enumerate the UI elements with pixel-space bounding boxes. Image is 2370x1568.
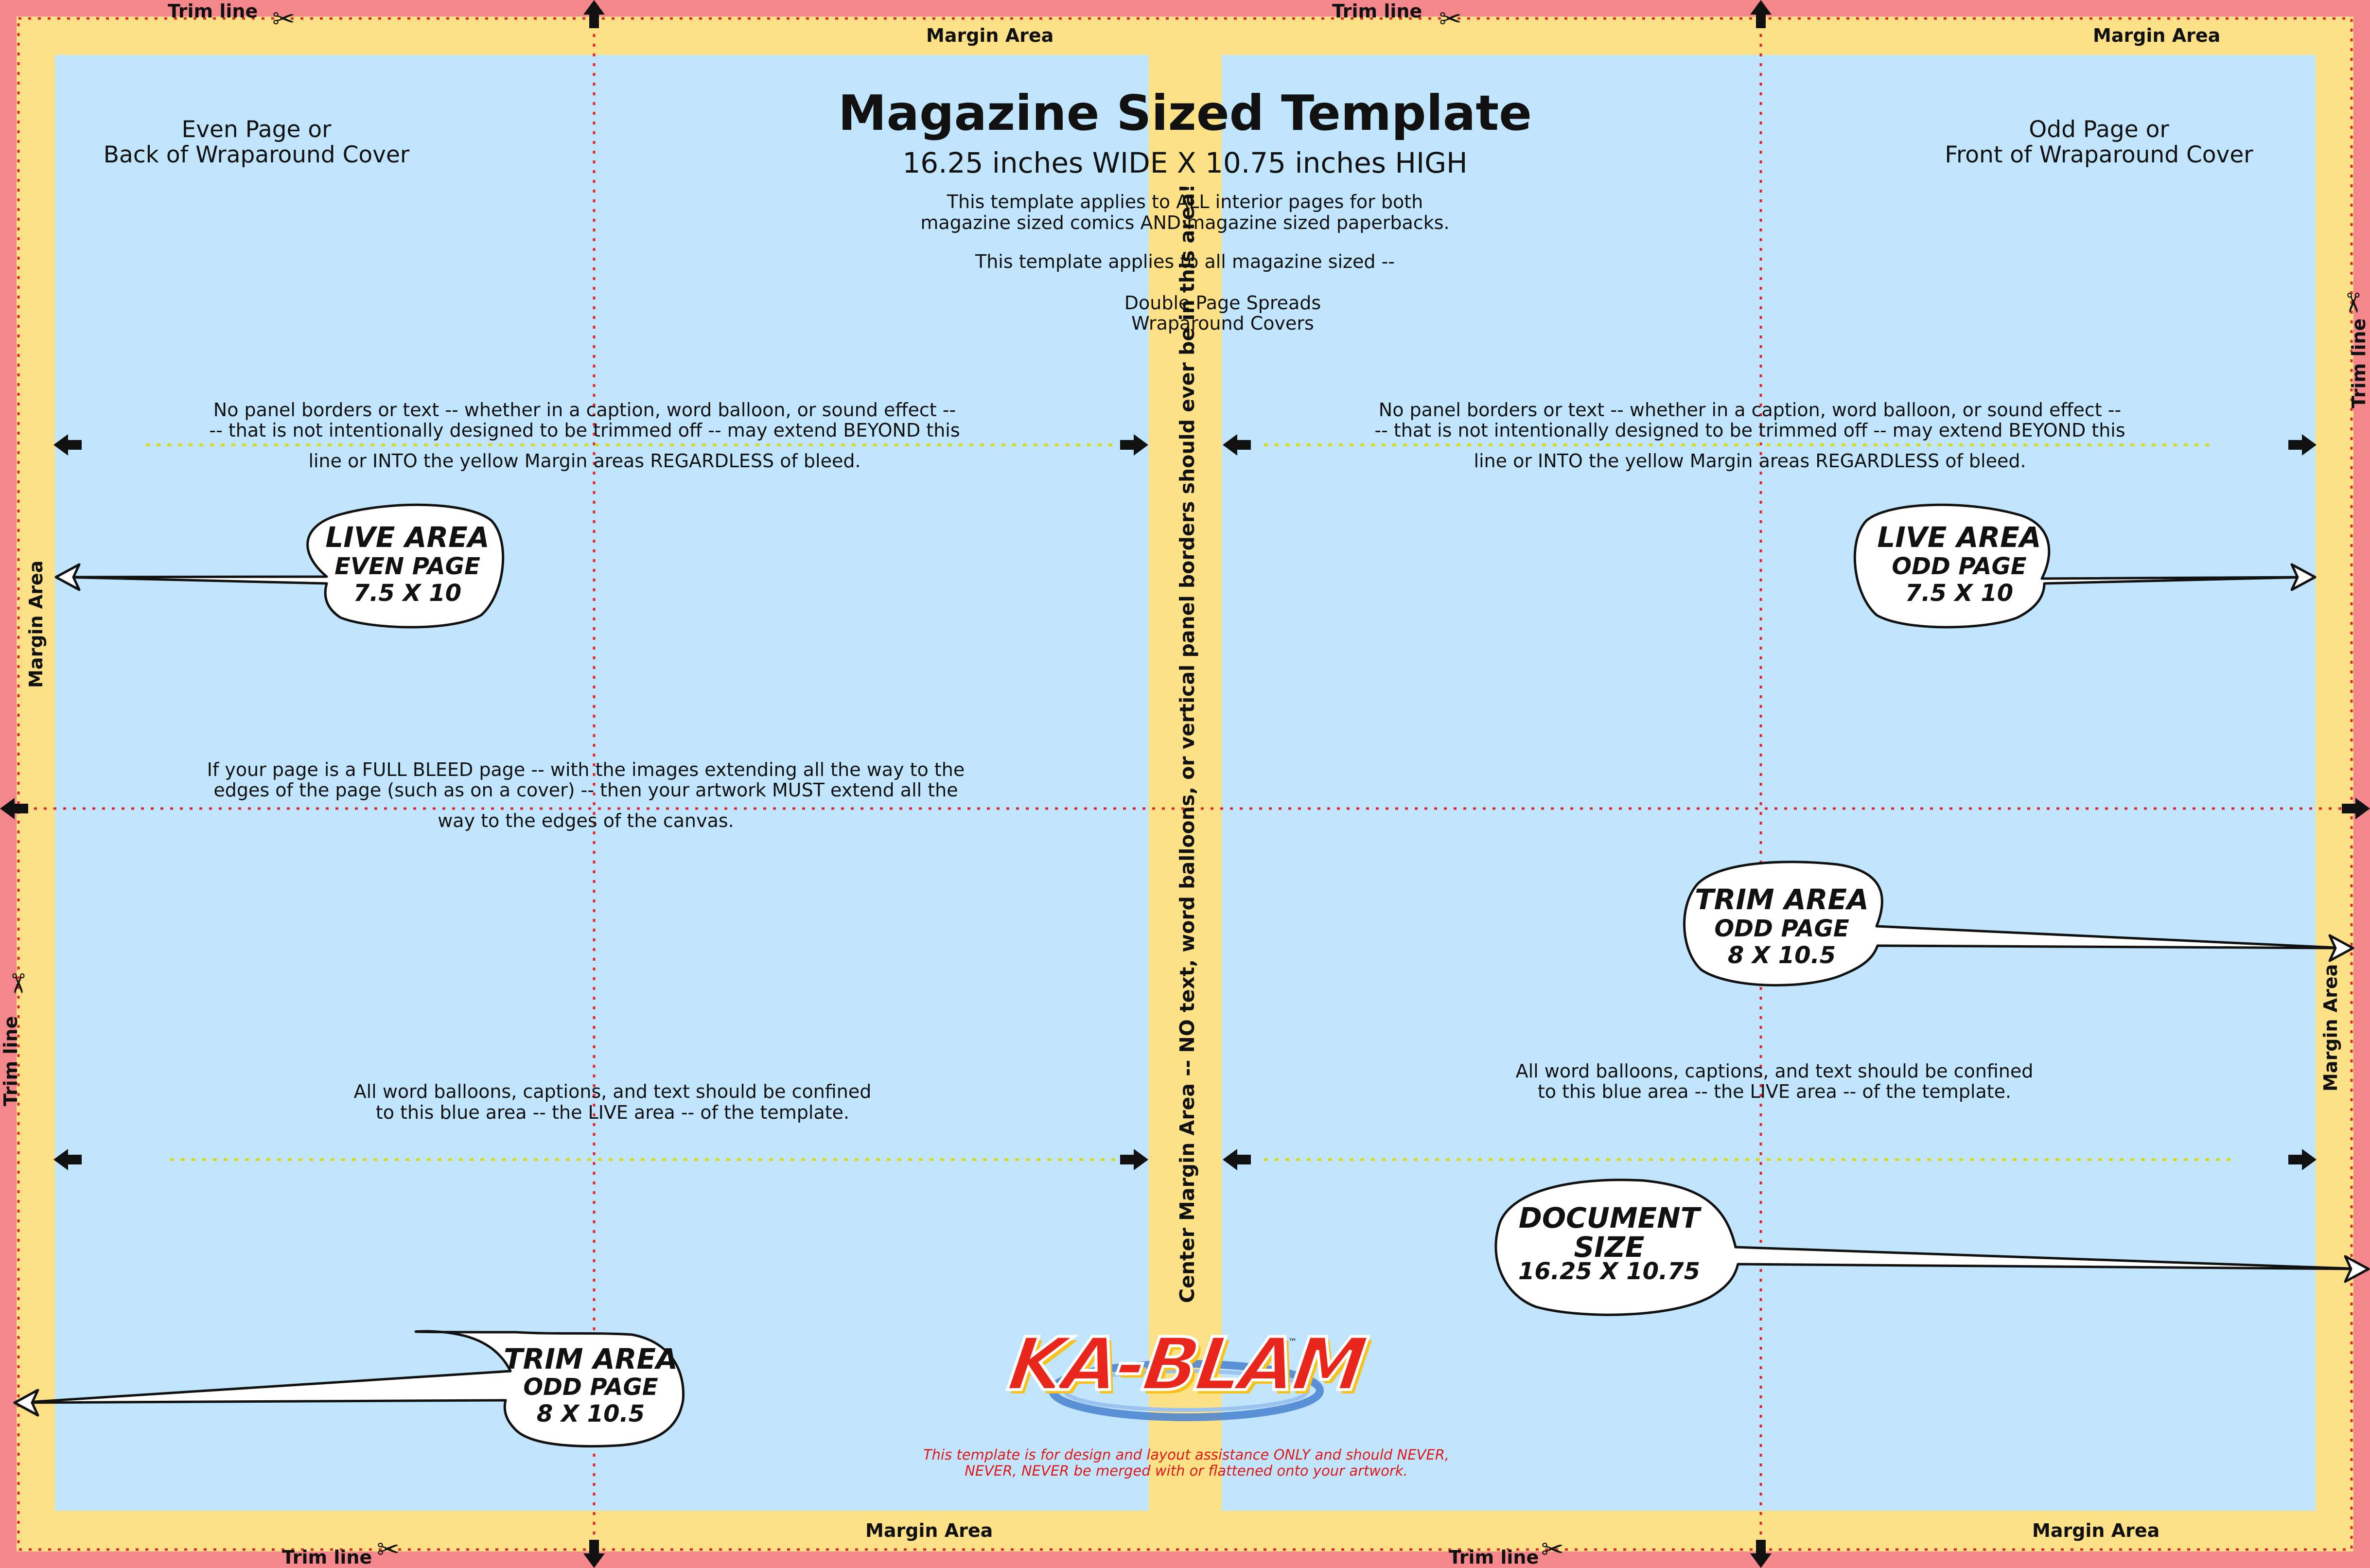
no-panel-note-right-1: No panel borders or text -- whether in a… xyxy=(1378,399,2122,421)
bleed-note-2: edges of the page (such as on a cover) -… xyxy=(213,779,958,801)
balloon-live-odd-sub: ODD PAGE xyxy=(1892,553,2027,580)
scissors-icon: ✂ xyxy=(1439,3,1462,35)
arrow-icon xyxy=(53,1149,82,1170)
confine-note-right-2: to this blue area -- the LIVE area -- of… xyxy=(1537,1081,2012,1102)
bleed-note-1: If your page is a FULL BLEED page -- wit… xyxy=(207,759,965,780)
balloon-document-sub: SIZE xyxy=(1574,1231,1645,1264)
page-subtitle: 16.25 inches WIDE X 10.75 inches HIGH xyxy=(902,146,1468,179)
even-page-label-1: Even Page or xyxy=(181,116,332,143)
balloon-live-odd-size: 7.5 X 10 xyxy=(1905,580,2014,607)
odd-page-label-2: Front of Wraparound Cover xyxy=(1945,141,2253,168)
arrow-icon xyxy=(2288,434,2317,456)
arrow-icon xyxy=(13,1389,39,1417)
confine-note-left-2: to this blue area -- the LIVE area -- of… xyxy=(375,1102,850,1123)
balloon-trim-odd-right xyxy=(1683,861,2347,987)
arrow-icon xyxy=(1223,1149,1251,1170)
balloon-live-even xyxy=(62,503,505,629)
margin-area-label-top-left: Margin Area xyxy=(926,25,1054,46)
trim-line-label-bottom-right: Trim line xyxy=(1449,1547,1539,1568)
scissors-icon: ✂ xyxy=(377,1534,400,1566)
balloon-document xyxy=(1494,1179,2365,1316)
logo-swoosh xyxy=(1049,1360,1324,1421)
page-title: Magazine Sized Template xyxy=(838,85,1532,141)
arrow-icon xyxy=(1750,1540,1772,1568)
arrow-icon xyxy=(2288,1149,2317,1170)
arrow-icon xyxy=(1223,434,1251,456)
balloon-trim-right-title: TRIM AREA xyxy=(1695,883,1869,916)
arrow-icon xyxy=(2344,1255,2370,1283)
arrow-icon xyxy=(0,798,28,819)
even-page-label-2: Back of Wraparound Cover xyxy=(103,141,410,168)
balloon-trim-left-size: 8 X 10.5 xyxy=(536,1400,645,1427)
no-panel-note-right-3: line or INTO the yellow Margin areas REG… xyxy=(1474,450,2026,472)
balloon-trim-right-size: 8 X 10.5 xyxy=(1727,942,1836,969)
live-area-even xyxy=(55,55,1149,1511)
disclaimer-line-1: This template is for design and layout a… xyxy=(923,1446,1450,1463)
wraparound-covers: Wraparound Covers xyxy=(1131,313,1314,334)
arrow-icon xyxy=(2342,798,2370,819)
balloon-trim-odd-left xyxy=(18,1330,685,1448)
no-panel-note-right-2: -- that is not intentionally designed to… xyxy=(1374,420,2125,441)
balloon-live-odd xyxy=(1853,503,2308,629)
disclaimer-line-2: NEVER, NEVER be merged with or flattened… xyxy=(965,1462,1408,1479)
trim-line-label-top-right: Trim line xyxy=(1332,0,1422,22)
confine-note-right-1: All word balloons, captions, and text sh… xyxy=(1515,1060,2034,1082)
no-panel-note-left-1: No panel borders or text -- whether in a… xyxy=(213,399,956,421)
balloon-document-size: 16.25 X 10.75 xyxy=(1518,1258,1701,1285)
arrow-icon xyxy=(1120,434,1148,456)
odd-page-label-1: Odd Page or xyxy=(2029,116,2169,143)
applies-to: This template applies to all magazine si… xyxy=(975,251,1395,272)
arrow-icon xyxy=(53,434,82,456)
bleed-note-3: way to the edges of the canvas. xyxy=(438,810,734,831)
arrow-icon xyxy=(54,563,81,591)
balloon-live-even-sub: EVEN PAGE xyxy=(334,553,480,580)
kablam-logo: KA-BLAM xyxy=(1002,1321,1370,1409)
trim-line-rect xyxy=(17,17,2353,1551)
trim-line-label-top-left: Trim line xyxy=(168,0,258,22)
balloon-trim-left-title: TRIM AREA xyxy=(504,1342,678,1375)
trim-line-label-bottom-left: Trim line xyxy=(282,1547,372,1568)
arrow-icon xyxy=(583,1540,605,1568)
arrow-icon xyxy=(2328,934,2354,962)
scissors-icon: ✂ xyxy=(1541,1534,1564,1566)
no-panel-note-left-2: -- that is not intentionally designed to… xyxy=(209,420,960,441)
arrow-icon xyxy=(583,0,605,28)
applies-line-1: This template applies to ALL interior pa… xyxy=(947,191,1423,212)
margin-area-label-bottom-right: Margin Area xyxy=(2032,1520,2160,1541)
margin-area-label-top-right: Margin Area xyxy=(2093,25,2221,46)
balloon-live-even-title: LIVE AREA xyxy=(325,521,490,554)
margin-area-label-bottom-left: Margin Area xyxy=(865,1520,993,1541)
scissors-icon: ✂ xyxy=(272,3,295,35)
applies-line-2: magazine sized comics AND magazine sized… xyxy=(920,212,1450,233)
arrow-icon xyxy=(1750,0,1772,28)
balloon-document-title: DOCUMENT xyxy=(1518,1201,1700,1234)
confine-note-left-1: All word balloons, captions, and text sh… xyxy=(353,1081,872,1102)
balloon-trim-left-sub: ODD PAGE xyxy=(523,1374,658,1401)
balloon-live-even-size: 7.5 X 10 xyxy=(353,580,462,607)
arrow-icon xyxy=(2290,563,2317,591)
double-page-spreads: Double Page Spreads xyxy=(1124,292,1321,314)
balloon-live-odd-title: LIVE AREA xyxy=(1877,521,2041,554)
logo-trademark: ™ xyxy=(1288,1337,1297,1347)
no-panel-note-left-3: line or INTO the yellow Margin areas REG… xyxy=(308,450,861,472)
balloon-trim-right-sub: ODD PAGE xyxy=(1714,915,1849,942)
arrow-icon xyxy=(1120,1149,1148,1170)
